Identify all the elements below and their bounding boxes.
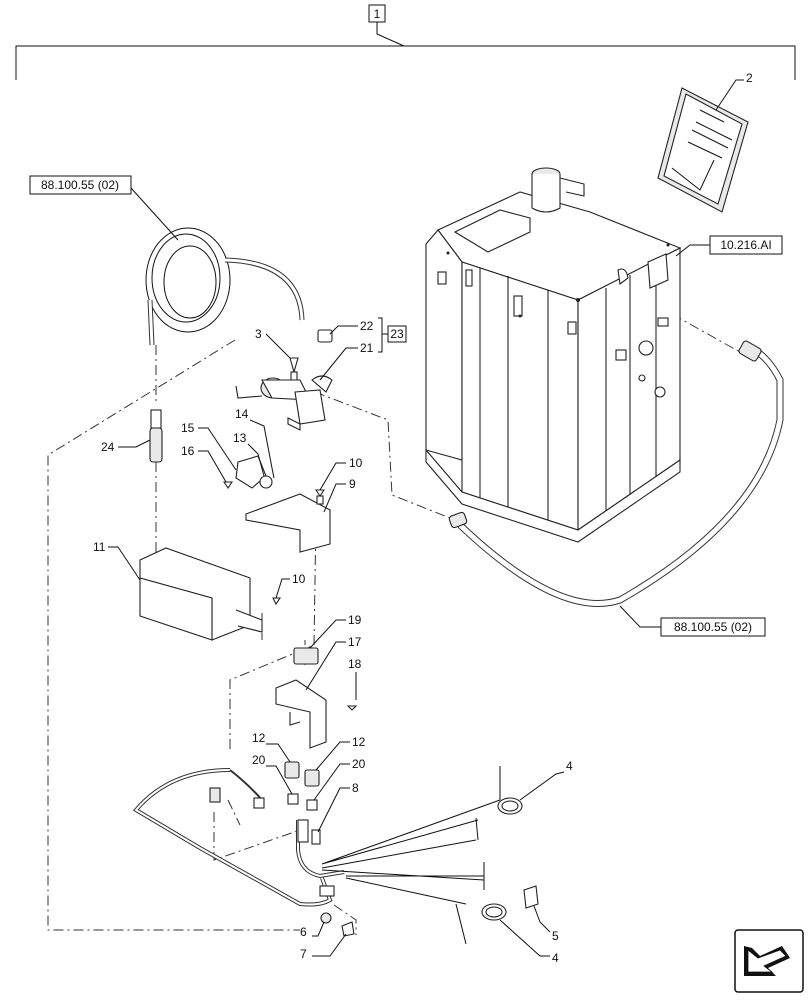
- cover: [139, 547, 282, 641]
- ref-tank: 10.216.AI: [675, 235, 783, 257]
- callout-10-bottom[interactable]: 10: [292, 572, 306, 586]
- ref-tank-label[interactable]: 10.216.AI: [720, 238, 771, 252]
- callout-5[interactable]: 5: [552, 929, 559, 943]
- ref-hose-bottom: 88.100.55 (02): [619, 605, 766, 637]
- callout-16[interactable]: 16: [181, 444, 195, 458]
- callout-22[interactable]: 22: [360, 319, 374, 333]
- operator-manual: [657, 87, 749, 213]
- clips: [481, 797, 539, 921]
- callout-12-left[interactable]: 12: [252, 731, 266, 745]
- callout-4-bottom[interactable]: 4: [552, 951, 559, 965]
- relays: [284, 761, 320, 811]
- back-arrow-icon[interactable]: [734, 929, 804, 993]
- mounting-plate: [222, 455, 331, 553]
- callout-8[interactable]: 8: [352, 781, 359, 795]
- callout-19[interactable]: 19: [348, 613, 362, 627]
- assembly-bracket: 1: [15, 4, 796, 80]
- fan-leaders: [321, 766, 501, 945]
- callout-20-left[interactable]: 20: [252, 753, 266, 767]
- ref-hose-top: 88.100.55 (02): [29, 175, 179, 241]
- callout-21[interactable]: 21: [360, 341, 374, 355]
- callout-9[interactable]: 9: [349, 477, 356, 491]
- ref-hose-top-label[interactable]: 88.100.55 (02): [41, 178, 119, 192]
- assembly-number[interactable]: 1: [374, 7, 381, 21]
- return-hose: [448, 340, 784, 607]
- tank: [425, 167, 682, 543]
- callout-12-right[interactable]: 12: [352, 735, 366, 749]
- switch-bracket: [275, 647, 358, 749]
- kit-group-number[interactable]: 23: [390, 327, 404, 341]
- ref-hose-bottom-label[interactable]: 88.100.55 (02): [674, 620, 752, 634]
- callout-11[interactable]: 11: [93, 540, 106, 554]
- callout-10-top[interactable]: 10: [349, 456, 363, 470]
- callout-7[interactable]: 7: [300, 947, 307, 961]
- item-24-fitting: [149, 409, 163, 463]
- callout-4-top[interactable]: 4: [566, 759, 573, 773]
- callout-24[interactable]: 24: [101, 440, 115, 454]
- callout-17[interactable]: 17: [348, 635, 362, 649]
- callout-3[interactable]: 3: [255, 327, 262, 341]
- callout-6[interactable]: 6: [300, 925, 307, 939]
- callout-18[interactable]: 18: [348, 657, 362, 671]
- kit-group: 23: [378, 317, 407, 353]
- callout-20-right[interactable]: 20: [352, 757, 366, 771]
- wiring-harness: [132, 768, 355, 937]
- callout-13[interactable]: 13: [233, 431, 247, 445]
- callout-14[interactable]: 14: [235, 407, 249, 421]
- pump-assembly: [235, 329, 333, 431]
- callout-15[interactable]: 15: [181, 421, 195, 435]
- coiled-hose: [145, 227, 305, 346]
- callout-2[interactable]: 2: [746, 71, 753, 85]
- callouts: 2 3 22 21 14 15 13 16 24 10 9 11 10 19 1…: [93, 71, 753, 965]
